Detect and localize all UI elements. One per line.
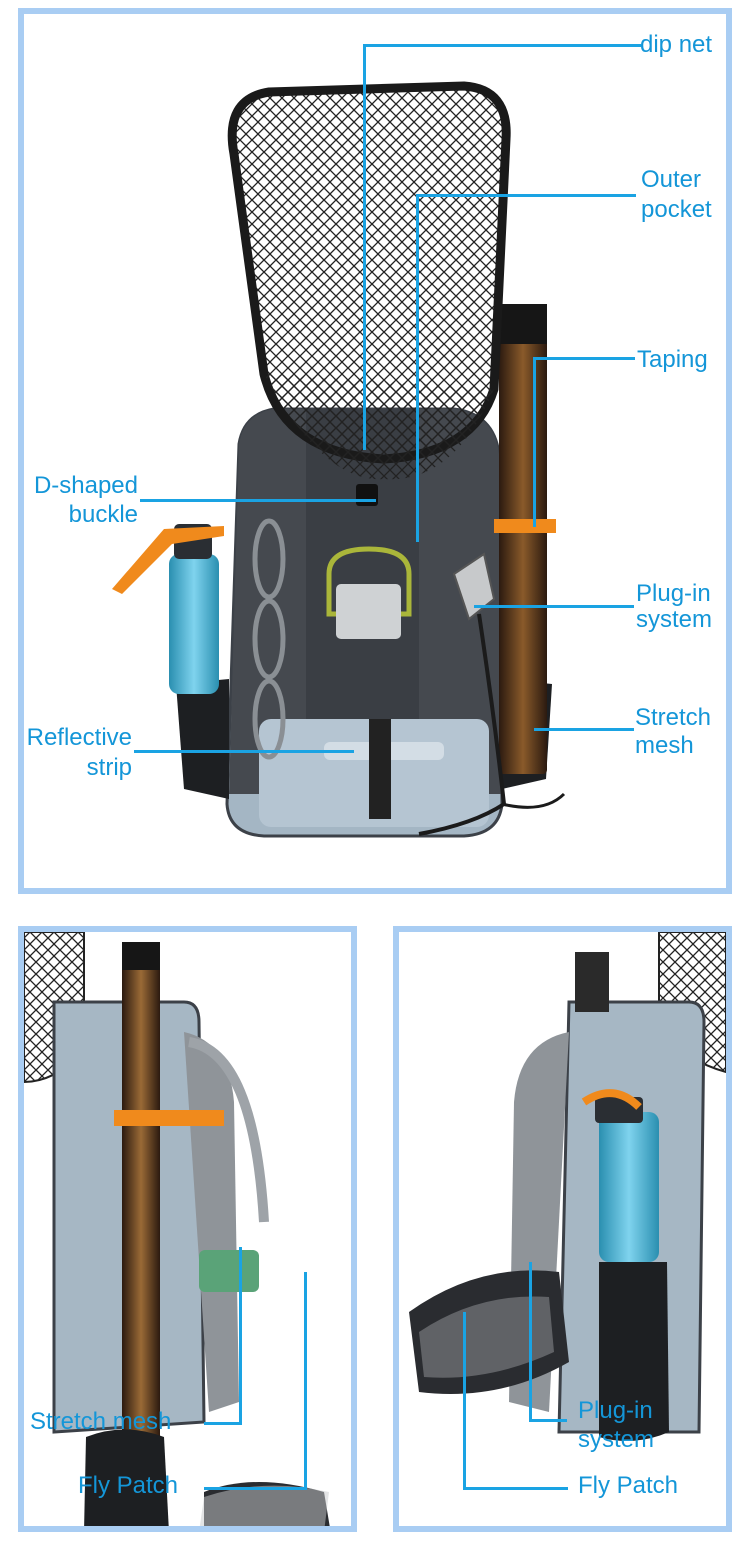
label-stretch-mesh-1: Stretch [635,704,712,731]
label-dip-net: dip net [640,31,713,58]
label-outer-pocket-1: Outer [641,166,702,193]
outer-pocket-line-v [416,194,419,542]
side-view-left-panel: Stretch mesh Fly Patch [18,926,357,1532]
left-stretch-mesh-line-h [204,1422,242,1425]
label-outer-pocket-2: pocket [641,196,712,223]
label-plug-in-2: system [636,606,713,633]
right-plug-in-line-v [529,1262,532,1422]
label-d-buckle-2: buckle [68,501,138,528]
label-reflective-2: strip [86,754,132,781]
label-taping: Taping [637,346,708,373]
label-left-stretch-mesh: Stretch mesh [30,1408,172,1435]
left-fly-patch-line-h [204,1487,307,1490]
label-right-plug-in-1: Plug-in [578,1397,653,1424]
label-reflective-1: Reflective [26,724,132,751]
dip-net-line-h [363,44,641,47]
reflective-line [134,750,354,753]
right-fly-patch-line-h [463,1487,568,1490]
right-plug-in-line-h [529,1419,567,1422]
main-product-panel: dip net Outer pocket Taping Plug-in syst… [18,8,732,894]
fishing-backpack-front-photo [112,81,566,838]
taping-line-h [533,357,635,360]
fishing-backpack-side-right-photo [409,932,726,1441]
label-d-buckle-1: D-shaped [33,472,138,499]
fishing-backpack-side-left-photo [24,932,330,1526]
dip-net-line-v [363,44,366,450]
taping-line-v [533,357,536,527]
left-stretch-mesh-line-v [239,1247,242,1425]
label-left-fly-patch: Fly Patch [78,1472,179,1499]
label-right-fly-patch: Fly Patch [578,1472,679,1499]
side-view-right-panel: Plug-in system Fly Patch [393,926,732,1532]
label-stretch-mesh-2: mesh [635,732,694,759]
outer-pocket-line-h [416,194,636,197]
stretch-mesh-line [534,728,634,731]
right-fly-patch-line-v [463,1312,466,1490]
label-right-plug-in-2: system [578,1426,655,1453]
left-fly-patch-line-v [304,1272,307,1490]
label-plug-in-1: Plug-in [636,580,711,607]
d-buckle-line [140,499,376,502]
plug-in-line [474,605,634,608]
